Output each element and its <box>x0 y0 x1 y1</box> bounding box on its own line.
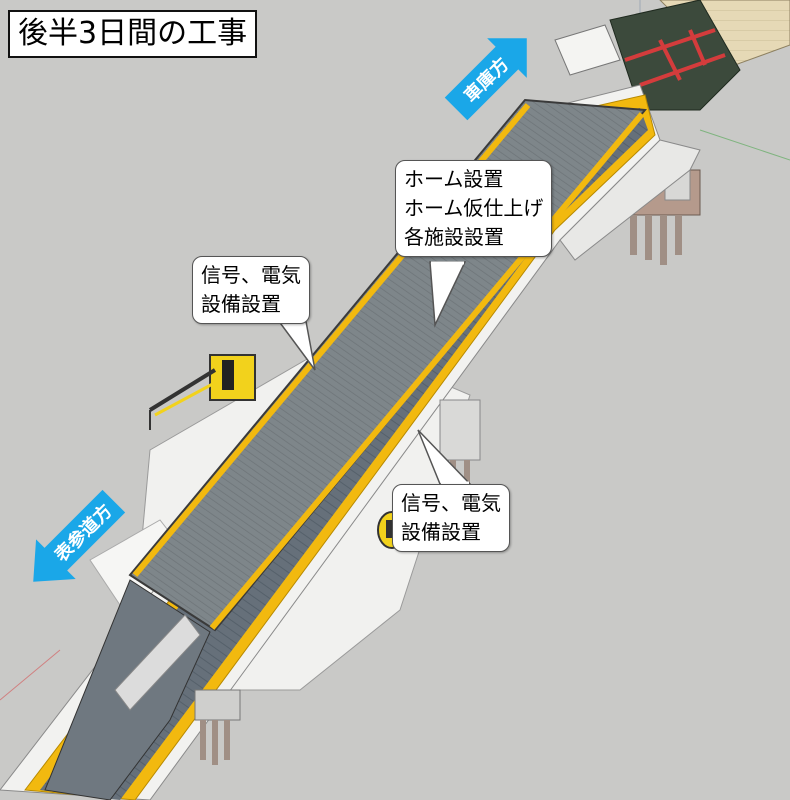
callout-tail-signal-upper <box>273 315 316 371</box>
callout-signal-upper: 信号、電気 設備設置 <box>192 256 310 324</box>
callout-platform-work: ホーム設置 ホーム仮仕上げ 各施設設置 <box>395 160 553 257</box>
pier-group-lower <box>194 689 241 765</box>
callout-signal-lower-line-1: 信号、電気 <box>401 491 501 515</box>
crane-left <box>148 354 256 430</box>
viaduct-rail-upper <box>559 139 701 261</box>
callout-tail-platform <box>429 261 467 328</box>
end-block <box>554 24 621 76</box>
red-rail-frame <box>624 28 726 87</box>
pier-group-mid <box>439 399 481 485</box>
callout-platform-line-3: 各施設設置 <box>404 225 504 249</box>
callout-signal-lower: 信号、電気 設備設置 <box>392 484 510 552</box>
callout-signal-lower-line-2: 設備設置 <box>401 520 481 544</box>
stair-opening <box>114 614 201 711</box>
callout-tail-signal-lower <box>417 429 472 485</box>
callout-platform-line-1: ホーム設置 <box>404 167 504 191</box>
callout-signal-upper-line-1: 信号、電気 <box>201 263 301 287</box>
guide-line <box>699 129 790 161</box>
diagram-title: 後半3日間の工事 <box>8 10 258 58</box>
callout-signal-upper-line-2: 設備設置 <box>201 292 281 316</box>
platform-stripe-right <box>209 112 645 630</box>
callout-platform-line-2: ホーム仮仕上げ <box>404 196 544 220</box>
guide-line <box>0 649 61 701</box>
